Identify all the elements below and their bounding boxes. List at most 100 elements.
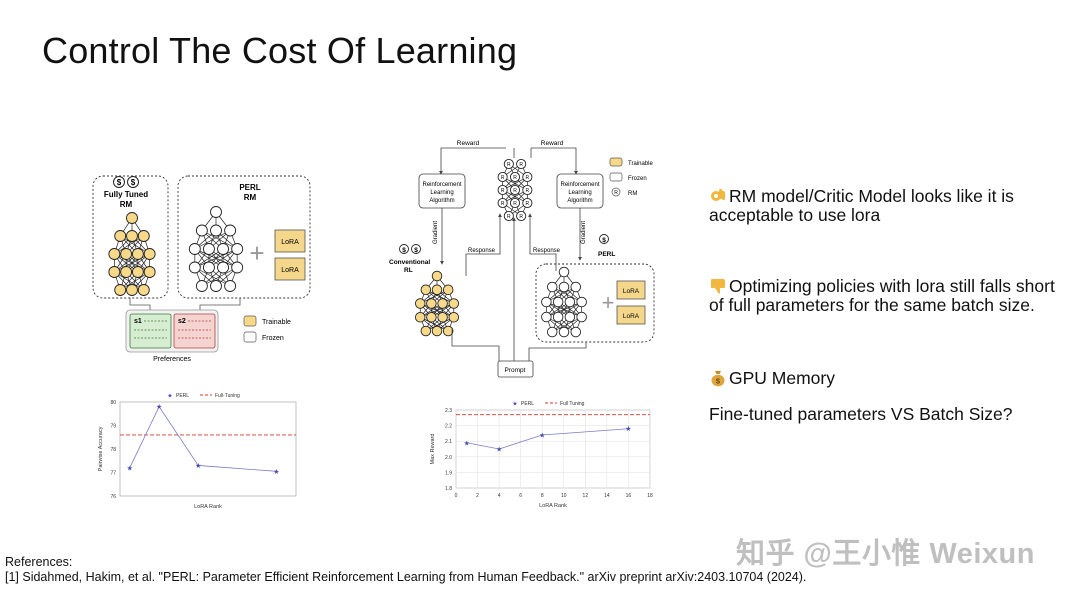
network-node <box>217 243 230 255</box>
svg-text:$: $ <box>602 237 606 244</box>
network-node <box>195 224 208 237</box>
network-node <box>546 281 558 293</box>
network-node <box>509 171 521 183</box>
svg-text:Learning: Learning <box>568 190 591 196</box>
thumbs-down-icon <box>709 277 727 295</box>
network-node <box>120 248 133 260</box>
svg-text:Response: Response <box>533 248 561 254</box>
preferences-label: Preferences <box>153 356 191 363</box>
svg-text:+: + <box>602 290 615 315</box>
bullet-policy-lora: Optimizing policies with lora still fall… <box>709 276 1055 315</box>
network-node <box>522 197 533 209</box>
svg-text:Response: Response <box>468 248 496 254</box>
x-axis-label: LoRA Rank <box>539 503 567 509</box>
x-axis-label: LoRA Rank <box>194 504 222 510</box>
network-node <box>497 184 508 196</box>
svg-text:Frozen: Frozen <box>628 176 647 182</box>
network-node <box>516 158 527 170</box>
perl-point: ★ <box>156 403 162 411</box>
network-node <box>516 210 527 222</box>
svg-text:RL: RL <box>404 267 413 274</box>
svg-text:+: + <box>249 238 264 268</box>
rm-diagram: $ $ Fully Tuned RM PERL RM + LoRA LoRA s… <box>92 175 311 363</box>
svg-text:LoRA: LoRA <box>281 239 299 246</box>
svg-text:R: R <box>507 214 511 220</box>
y-axis-label: Max Reward <box>430 434 436 465</box>
network-node <box>437 311 448 323</box>
svg-text:LoRA: LoRA <box>281 267 299 274</box>
prompt-box <box>497 360 534 378</box>
svg-text:RM: RM <box>628 191 637 197</box>
network-node <box>420 325 432 337</box>
svg-text:$: $ <box>716 377 721 386</box>
network-node <box>431 270 443 282</box>
network-node <box>558 266 570 278</box>
legend-perl-marker: ★ <box>167 393 172 400</box>
perl-line <box>466 428 629 450</box>
references-heading: References: <box>5 555 73 569</box>
legend-perl: PERL <box>176 393 189 399</box>
svg-text:R: R <box>513 175 517 181</box>
svg-text:$: $ <box>414 247 418 254</box>
network-node <box>541 296 552 308</box>
y-tick-label: 78 <box>110 447 116 453</box>
perl-rm-sublabel: RM <box>244 193 257 202</box>
svg-text:Prompt: Prompt <box>505 367 526 374</box>
x-tick-label: 14 <box>604 493 610 499</box>
network-node <box>224 280 237 292</box>
network-node <box>231 243 244 255</box>
network-node <box>195 280 208 292</box>
watermark: 知乎 @王小惟 Weixun <box>736 538 1035 570</box>
x-tick-label: 10 <box>561 493 567 499</box>
network-node <box>426 311 437 323</box>
svg-text:R: R <box>519 214 523 220</box>
legend-perl: PERL <box>521 401 534 407</box>
svg-text:Reward: Reward <box>541 140 564 147</box>
svg-text:R: R <box>513 188 517 194</box>
svg-text:s1: s1 <box>134 318 142 325</box>
svg-text:Reinforcement: Reinforcement <box>422 182 461 188</box>
svg-text:Trainable: Trainable <box>628 161 653 167</box>
network-node <box>126 230 138 242</box>
svg-text:R: R <box>526 188 530 194</box>
svg-text:s2: s2 <box>178 318 186 325</box>
network-node <box>217 261 230 274</box>
legend-frozen-swatch <box>243 331 257 343</box>
fully-tuned-label: Fully Tuned <box>104 190 148 199</box>
svg-text:R: R <box>501 188 505 194</box>
x-tick-label: 2 <box>476 493 479 499</box>
network-node <box>431 325 443 337</box>
network-node <box>137 230 150 242</box>
svg-text:R: R <box>614 190 618 196</box>
network-node <box>210 224 222 237</box>
svg-text:R: R <box>519 162 523 168</box>
network-node <box>509 184 521 196</box>
perl-point: ★ <box>273 468 279 476</box>
network-node <box>131 248 144 260</box>
references: References: [1] Sidahmed, Hakim, et al. … <box>5 555 806 585</box>
network-node <box>541 311 552 323</box>
x-tick-label: 0 <box>455 493 458 499</box>
bullet-rm-lora: RM model/Critic Model looks like it is a… <box>709 186 1014 225</box>
svg-text:R: R <box>526 175 530 181</box>
network-node <box>131 266 144 278</box>
network-node <box>120 266 133 278</box>
dollar-icon: $ <box>599 234 609 244</box>
network-node <box>143 266 156 278</box>
svg-text:R: R <box>507 162 511 168</box>
svg-text:R: R <box>501 201 505 207</box>
network-node <box>114 230 127 242</box>
svg-text:$: $ <box>117 178 122 187</box>
fully-tuned-rm-label: RM <box>120 200 133 209</box>
legend-trainable: Trainable <box>262 319 291 326</box>
network-node <box>224 224 237 237</box>
perl-point: ★ <box>625 425 631 433</box>
perl-point: ★ <box>464 439 470 447</box>
network-node <box>546 326 558 338</box>
legend-trainable-swatch <box>243 315 257 327</box>
network-node <box>522 171 533 183</box>
network-node <box>503 158 514 170</box>
